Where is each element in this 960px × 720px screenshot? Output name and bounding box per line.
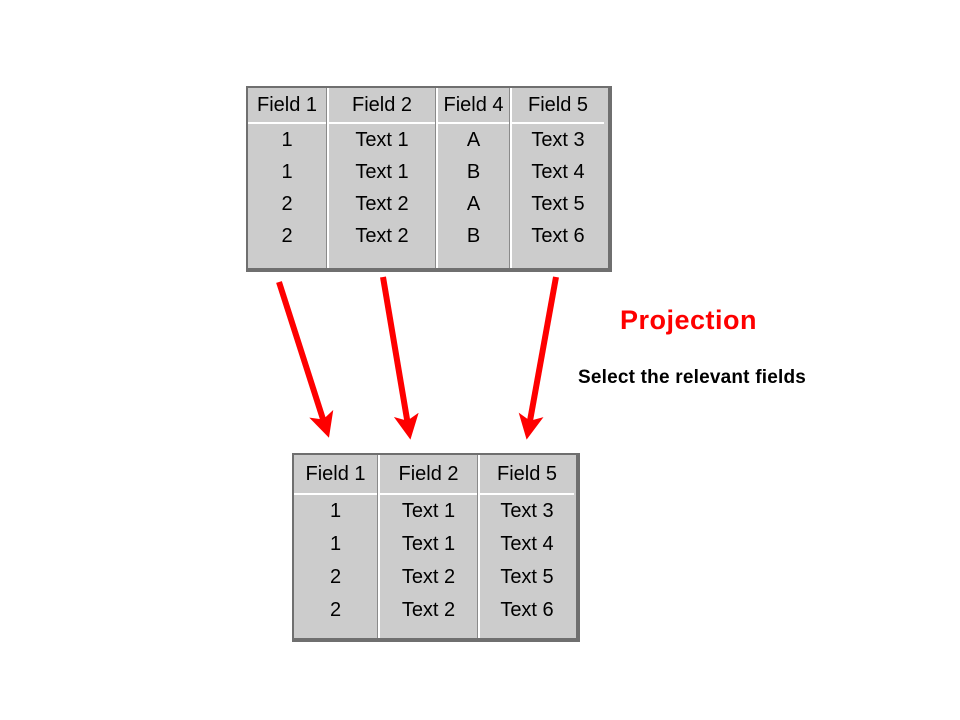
table-cell: 1 xyxy=(329,533,342,555)
table-cell: Text 3 xyxy=(531,129,585,151)
table-cell: 1 xyxy=(329,500,342,522)
arrow-field-2 xyxy=(380,276,419,440)
table-cell: Text 6 xyxy=(531,225,585,247)
result-header-field-2: Field 2 xyxy=(380,455,477,495)
table-cell: Text 3 xyxy=(500,500,554,522)
table-cell: 2 xyxy=(281,193,293,215)
table-cell: Text 1 xyxy=(401,500,456,522)
result-header-field-5: Field 5 xyxy=(480,455,574,495)
source-column-field-5: Field 5 Text 3 Text 4 Text 5 Text 6 xyxy=(509,88,604,268)
result-column-field-5: Field 5 Text 3 Text 4 Text 5 Text 6 xyxy=(477,455,574,638)
source-cells-field-2: Text 1 Text 1 Text 2 Text 2 xyxy=(329,124,435,266)
table-cell: Text 1 xyxy=(401,533,456,555)
result-column-field-2: Field 2 Text 1 Text 1 Text 2 Text 2 xyxy=(377,455,477,638)
source-table: Field 1 1 1 2 2 Field 2 Text 1 Text 1 Te… xyxy=(246,86,612,272)
source-column-field-2: Field 2 Text 1 Text 1 Text 2 Text 2 xyxy=(326,88,435,268)
table-cell: 1 xyxy=(281,161,293,183)
table-cell: Text 2 xyxy=(401,566,456,588)
result-table: Field 1 1 1 2 2 Field 2 Text 1 Text 1 Te… xyxy=(292,453,580,642)
table-cell: 1 xyxy=(281,129,293,151)
table-cell: 2 xyxy=(329,566,342,588)
table-cell: Text 5 xyxy=(500,566,554,588)
table-cell: Text 1 xyxy=(355,129,409,151)
result-cells-field-1: 1 1 2 2 xyxy=(294,495,377,636)
source-header-field-5: Field 5 xyxy=(512,88,604,124)
table-cell: Text 1 xyxy=(355,161,409,183)
table-cell: Text 6 xyxy=(500,599,554,621)
result-column-field-1: Field 1 1 1 2 2 xyxy=(294,455,377,638)
source-header-field-4: Field 4 xyxy=(438,88,509,124)
result-header-field-1: Field 1 xyxy=(294,455,377,495)
source-cells-field-1: 1 1 2 2 xyxy=(248,124,326,266)
source-header-field-2: Field 2 xyxy=(329,88,435,124)
result-cells-field-5: Text 3 Text 4 Text 5 Text 6 xyxy=(480,495,574,636)
source-table-grid: Field 1 1 1 2 2 Field 2 Text 1 Text 1 Te… xyxy=(248,88,608,268)
source-column-field-4: Field 4 A B A B xyxy=(435,88,509,268)
arrow-field-5 xyxy=(518,276,559,440)
result-cells-field-2: Text 1 Text 1 Text 2 Text 2 xyxy=(380,495,477,636)
table-cell: Text 2 xyxy=(401,599,456,621)
source-header-field-1: Field 1 xyxy=(248,88,326,124)
result-table-grid: Field 1 1 1 2 2 Field 2 Text 1 Text 1 Te… xyxy=(294,455,576,638)
table-cell: A xyxy=(466,193,481,215)
table-cell: 2 xyxy=(329,599,342,621)
table-cell: A xyxy=(466,129,481,151)
source-column-field-1: Field 1 1 1 2 2 xyxy=(248,88,326,268)
table-cell: B xyxy=(466,225,481,247)
table-cell: 2 xyxy=(281,225,293,247)
arrow-field-1 xyxy=(276,281,334,438)
table-cell: Text 4 xyxy=(531,161,585,183)
table-cell: Text 2 xyxy=(355,193,409,215)
table-cell: Text 2 xyxy=(355,225,409,247)
table-cell: Text 5 xyxy=(531,193,585,215)
source-cells-field-4: A B A B xyxy=(438,124,509,266)
projection-subtitle: Select the relevant fields xyxy=(578,367,807,388)
table-cell: B xyxy=(466,161,481,183)
table-cell: Text 4 xyxy=(500,533,554,555)
source-cells-field-5: Text 3 Text 4 Text 5 Text 6 xyxy=(512,124,604,266)
projection-title: Projection xyxy=(620,305,758,335)
